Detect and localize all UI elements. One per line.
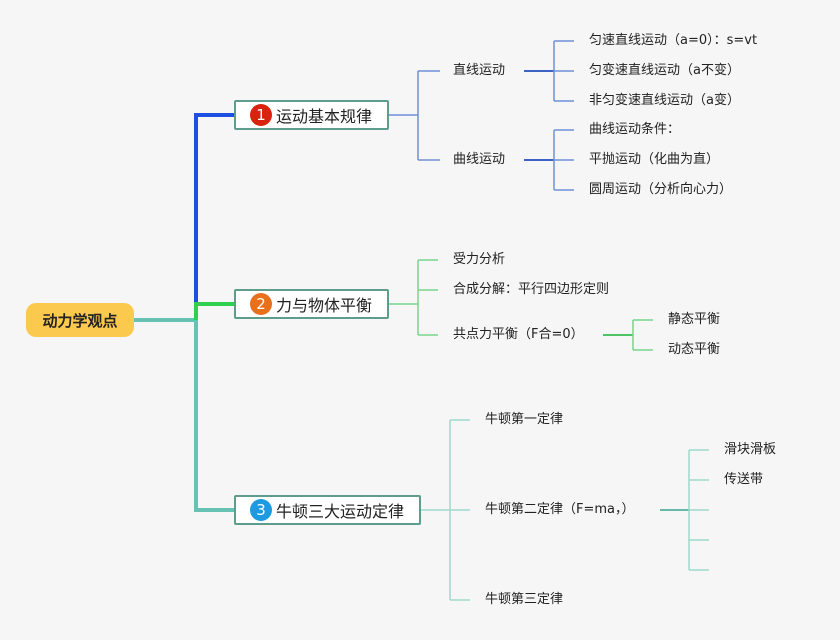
link-linear-motion-leaves bbox=[553, 40, 574, 102]
node-curve-condition[interactable]: 曲线运动条件： bbox=[589, 122, 681, 137]
root-node[interactable]: 动力学观点 bbox=[26, 303, 134, 337]
node-slider-board[interactable]: 滑块滑板 bbox=[724, 442, 777, 457]
node-nonuniform-accel[interactable]: 非匀变速直线运动（a变） bbox=[589, 93, 740, 108]
root-label: 动力学观点 bbox=[42, 311, 118, 330]
node-newton-second[interactable]: 牛顿第二定律（F=ma，） bbox=[485, 502, 635, 517]
node-uniform-accel[interactable]: 匀变速直线运动（a不变） bbox=[589, 63, 740, 78]
node-concurrent-equilibrium[interactable]: 共点力平衡（F合=0） bbox=[453, 327, 584, 342]
link-branch3-sub bbox=[420, 419, 470, 601]
link-root-branch1 bbox=[194, 113, 236, 302]
branch-newton-laws[interactable]: 3 牛顿三大运动定律 bbox=[234, 495, 421, 525]
branch-label: 牛顿三大运动定律 bbox=[276, 502, 405, 521]
branch-label: 力与物体平衡 bbox=[276, 296, 373, 315]
node-force-analysis[interactable]: 受力分析 bbox=[453, 252, 506, 267]
branch-motion-laws[interactable]: 1 运动基本规律 bbox=[234, 100, 389, 130]
node-dynamic-equilibrium[interactable]: 动态平衡 bbox=[668, 342, 721, 357]
branch-label: 运动基本规律 bbox=[276, 107, 373, 126]
link-branch2-sub bbox=[388, 259, 438, 336]
link-root-branch2 bbox=[194, 302, 236, 320]
node-projectile[interactable]: 平抛运动（化曲为直） bbox=[589, 152, 720, 167]
node-newton-first[interactable]: 牛顿第一定律 bbox=[485, 412, 564, 427]
node-newton-third[interactable]: 牛顿第三定律 bbox=[485, 592, 564, 607]
node-uniform-linear[interactable]: 匀速直线运动（a=0）：s=vt bbox=[589, 33, 758, 48]
node-curve-motion[interactable]: 曲线运动 bbox=[453, 152, 506, 167]
number-badge: 3 bbox=[250, 499, 272, 521]
link-root-branch3 bbox=[134, 318, 236, 512]
node-composition[interactable]: 合成分解：平行四边形定则 bbox=[453, 282, 610, 297]
node-conveyor[interactable]: 传送带 bbox=[724, 472, 764, 487]
number-badge: 1 bbox=[250, 104, 272, 126]
link-equilibrium-leaves bbox=[632, 319, 653, 351]
node-circular[interactable]: 圆周运动（分析向心力） bbox=[589, 182, 733, 197]
link-curve-motion-leaves bbox=[553, 129, 574, 191]
node-static-equilibrium[interactable]: 静态平衡 bbox=[668, 312, 721, 327]
node-linear-motion[interactable]: 直线运动 bbox=[453, 63, 506, 78]
branch-force-equilibrium[interactable]: 2 力与物体平衡 bbox=[234, 289, 389, 319]
link-newton2-leaves bbox=[688, 449, 709, 571]
link-branch1-sub bbox=[388, 70, 440, 161]
number-badge: 2 bbox=[250, 293, 272, 315]
